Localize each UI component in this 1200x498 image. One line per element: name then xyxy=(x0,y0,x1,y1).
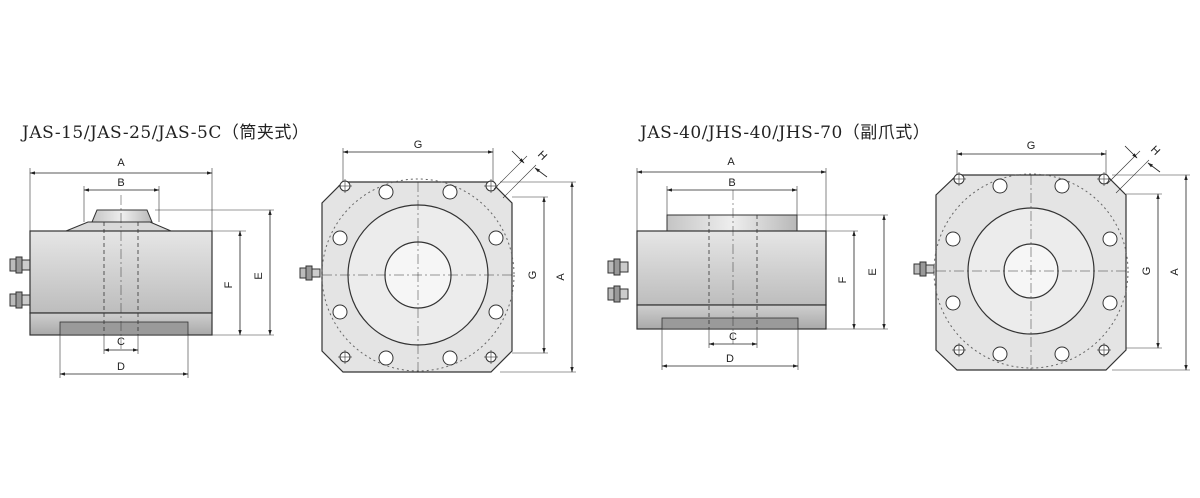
dim-label-b: B xyxy=(117,177,124,189)
hydraulic-fitting-icon xyxy=(607,285,629,303)
dim-label-d: D xyxy=(117,361,125,373)
dim-label-b: B xyxy=(728,177,735,189)
hydraulic-fitting-icon xyxy=(9,256,31,274)
hydraulic-fitting-icon xyxy=(607,258,629,276)
dim-label-d: D xyxy=(726,353,734,365)
dim-label-g-top: G xyxy=(1027,140,1036,152)
dim-label-e: E xyxy=(253,272,265,279)
right-side-view: A B C D E F xyxy=(607,156,888,370)
dim-label-h: H xyxy=(1148,144,1162,158)
dim-label-c: C xyxy=(117,336,125,348)
dim-label-f: F xyxy=(837,276,849,283)
dim-label-a: A xyxy=(727,156,735,168)
dim-label-e: E xyxy=(867,268,879,275)
left-side-view: A B C D E F xyxy=(9,157,274,378)
dim-label-g-right: G xyxy=(527,271,539,280)
dim-label-g-top: G xyxy=(414,139,423,151)
left-top-view: G H G A xyxy=(299,139,576,373)
dim-label-a: A xyxy=(117,157,125,169)
dim-label-a-right: A xyxy=(1169,268,1181,276)
dim-label-a-right: A xyxy=(555,273,567,281)
dim-label-g-right: G xyxy=(1141,267,1153,276)
hydraulic-fitting-icon xyxy=(299,265,321,281)
drawing-title-right: JAS-40/JHS-40/JHS-70（副爪式） xyxy=(640,123,931,143)
dim-label-f: F xyxy=(223,281,235,288)
right-top-view: G H G A xyxy=(913,140,1190,371)
drawing-title-left: JAS-15/JAS-25/JAS-5C（筒夹式） xyxy=(22,123,310,143)
hydraulic-fitting-icon xyxy=(913,261,935,277)
hydraulic-fitting-icon xyxy=(9,291,31,309)
dim-label-c: C xyxy=(729,331,737,343)
dim-label-h: H xyxy=(535,149,549,163)
